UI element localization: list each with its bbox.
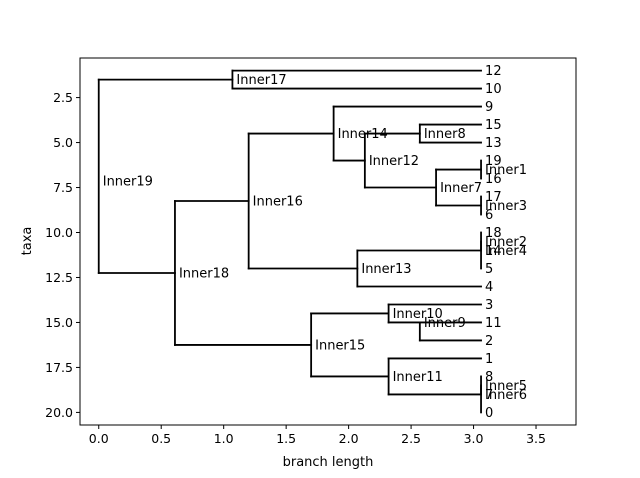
clade-label: Inner9 xyxy=(424,316,466,331)
clade-label: Inner19 xyxy=(103,174,153,189)
x-axis-ticks: 0.0 0.5 1.0 1.5 2.0 2.5 3.0 3.5 xyxy=(89,425,546,446)
clade-label: Inner1 xyxy=(485,163,527,178)
leaf-label: 4 xyxy=(485,280,493,295)
clade-label: Inner4 xyxy=(485,244,527,259)
leaf-label: 14 xyxy=(485,244,502,259)
y-tick-label: 15.0 xyxy=(45,315,73,330)
leaf-label: 17 xyxy=(485,190,502,205)
clade-label: Inner2 xyxy=(485,235,527,250)
clade-label: Inner10 xyxy=(393,307,443,322)
y-tick-label: 12.5 xyxy=(45,270,73,285)
clade-label: Inner13 xyxy=(361,262,411,277)
leaf-label: 6 xyxy=(485,208,493,223)
clade-label: Inner14 xyxy=(338,127,388,142)
clade-label: Inner3 xyxy=(485,199,527,214)
y-tick-label: 10.0 xyxy=(45,225,73,240)
leaf-label: 15 xyxy=(485,118,502,133)
leaf-label: 2 xyxy=(485,334,493,349)
leaf-label: 9 xyxy=(485,100,493,115)
branch-lines xyxy=(97,69,482,414)
y-tick-label: 17.5 xyxy=(45,360,73,375)
clade-label: Inner5 xyxy=(485,379,527,394)
clade-label: Inner12 xyxy=(369,154,419,169)
x-tick-label: 1.0 xyxy=(214,431,234,446)
leaf-label: 18 xyxy=(485,226,502,241)
leaf-label: 8 xyxy=(485,370,493,385)
leaf-label: 7 xyxy=(485,388,493,403)
plot-frame xyxy=(79,57,577,426)
clade-label: Inner16 xyxy=(253,195,303,210)
leaf-label: 10 xyxy=(485,82,502,97)
y-tick-label: 20.0 xyxy=(45,405,73,420)
x-tick-label: 0.5 xyxy=(151,431,171,446)
x-tick-label: 2.5 xyxy=(401,431,421,446)
clade-label: Inner15 xyxy=(315,338,365,353)
leaf-label: 5 xyxy=(485,262,493,277)
clade-label: Inner8 xyxy=(424,127,466,142)
leaf-label: 13 xyxy=(485,136,502,151)
leaf-label: 12 xyxy=(485,64,502,79)
y-tick-label: 5.0 xyxy=(53,135,73,150)
clade-labels: Inner19Inner17Inner18Inner16Inner14Inner… xyxy=(103,73,527,403)
x-axis-label: branch length xyxy=(283,455,374,470)
x-tick-label: 3.5 xyxy=(526,431,546,446)
clade-label: Inner11 xyxy=(393,370,443,385)
clade-label: Inner18 xyxy=(179,266,229,281)
leaf-label: 16 xyxy=(485,172,502,187)
leaf-label: 0 xyxy=(485,406,493,421)
x-tick-label: 0.0 xyxy=(89,431,109,446)
clade-label: Inner6 xyxy=(485,388,527,403)
clade-label: Inner7 xyxy=(440,181,482,196)
leaf-label: 3 xyxy=(485,298,493,313)
x-tick-label: 1.5 xyxy=(276,431,296,446)
leaf-label: 19 xyxy=(485,154,502,169)
x-tick-label: 3.0 xyxy=(464,431,484,446)
x-tick-label: 2.0 xyxy=(339,431,359,446)
y-axis-ticks: 2.5 5.0 7.5 10.0 12.5 15.0 17.5 20.0 xyxy=(45,90,80,420)
clade-label: Inner17 xyxy=(236,73,286,88)
leaf-label: 11 xyxy=(485,316,502,331)
y-tick-label: 7.5 xyxy=(53,180,73,195)
y-axis-label: taxa xyxy=(20,227,35,256)
leaf-label: 1 xyxy=(485,352,493,367)
y-tick-label: 2.5 xyxy=(53,90,73,105)
